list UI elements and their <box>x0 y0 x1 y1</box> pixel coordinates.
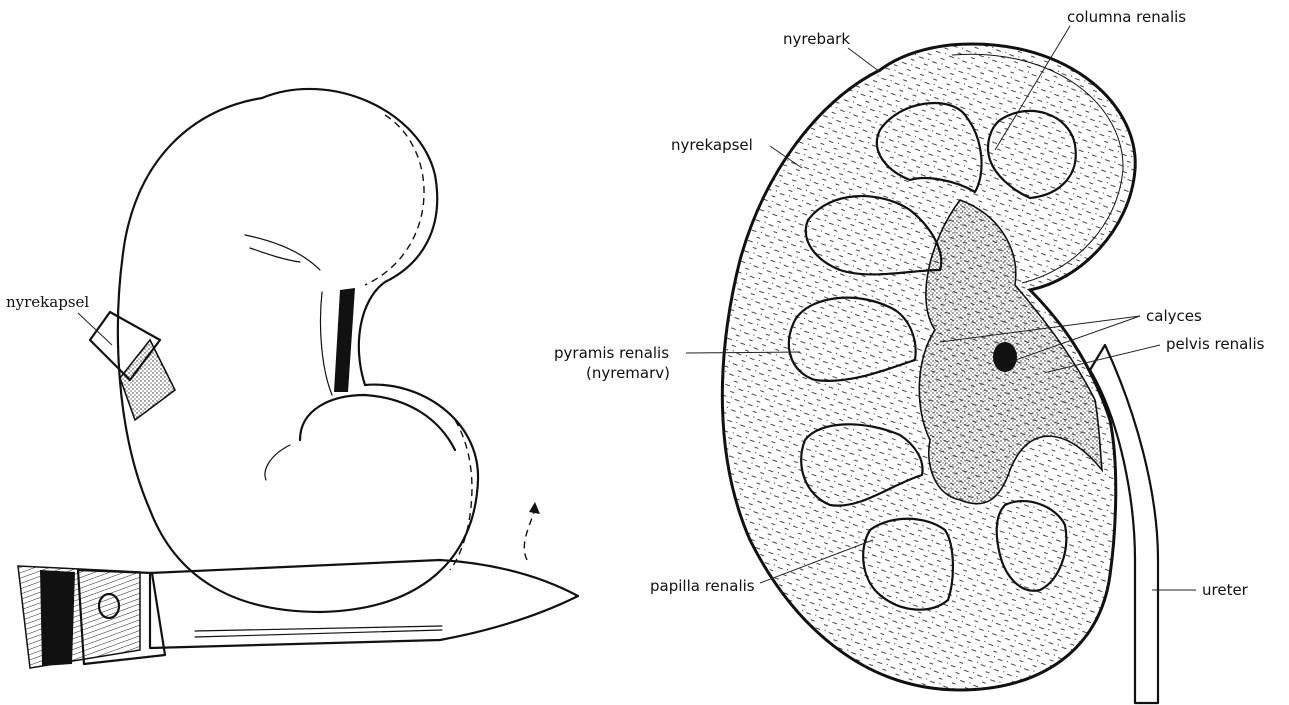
label-column: columna renalis <box>1067 8 1186 26</box>
capsule-flap <box>120 340 175 420</box>
kidney-hilum <box>334 288 355 392</box>
kidney-outline <box>118 89 478 612</box>
right-kidney-section: nyrebark columna renalis nyrekapsel caly… <box>554 8 1265 703</box>
label-ureter: ureter <box>1202 581 1249 599</box>
label-papilla: papilla renalis <box>650 577 755 595</box>
left-capsule-label: nyrekapsel <box>6 293 89 311</box>
label-calyces: calyces <box>1146 307 1202 325</box>
label-cortex: nyrebark <box>783 30 850 48</box>
left-kidney-figure: nyrekapsel <box>6 89 578 668</box>
knife-blade <box>150 560 578 648</box>
label-pyramid: pyramis renalis <box>554 344 669 362</box>
label-pyramid-note: (nyremarv) <box>586 364 670 382</box>
label-pelvis: pelvis renalis <box>1166 335 1265 353</box>
label-capsule: nyrekapsel <box>671 136 753 154</box>
